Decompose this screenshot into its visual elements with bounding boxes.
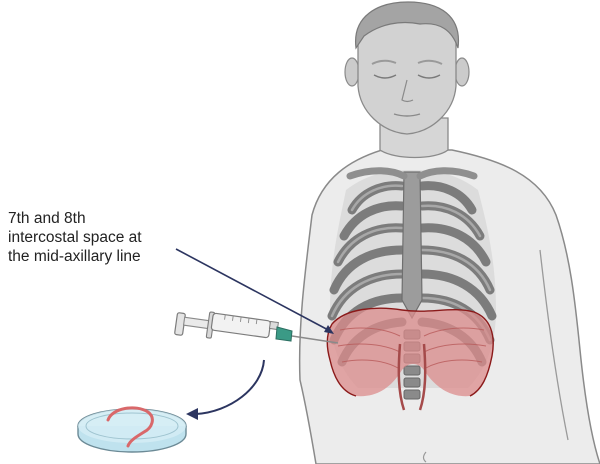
transfer-arrow: [196, 360, 264, 414]
head: [345, 2, 469, 134]
annotation-line-1: 7th and 8th: [8, 209, 208, 228]
annotation-line-2: intercostal space at: [8, 228, 208, 247]
annotation-label: 7th and 8th intercostal space at the mid…: [8, 209, 208, 266]
petri-dish-icon: [78, 408, 186, 452]
annotation-line-3: the mid-axillary line: [8, 247, 208, 266]
